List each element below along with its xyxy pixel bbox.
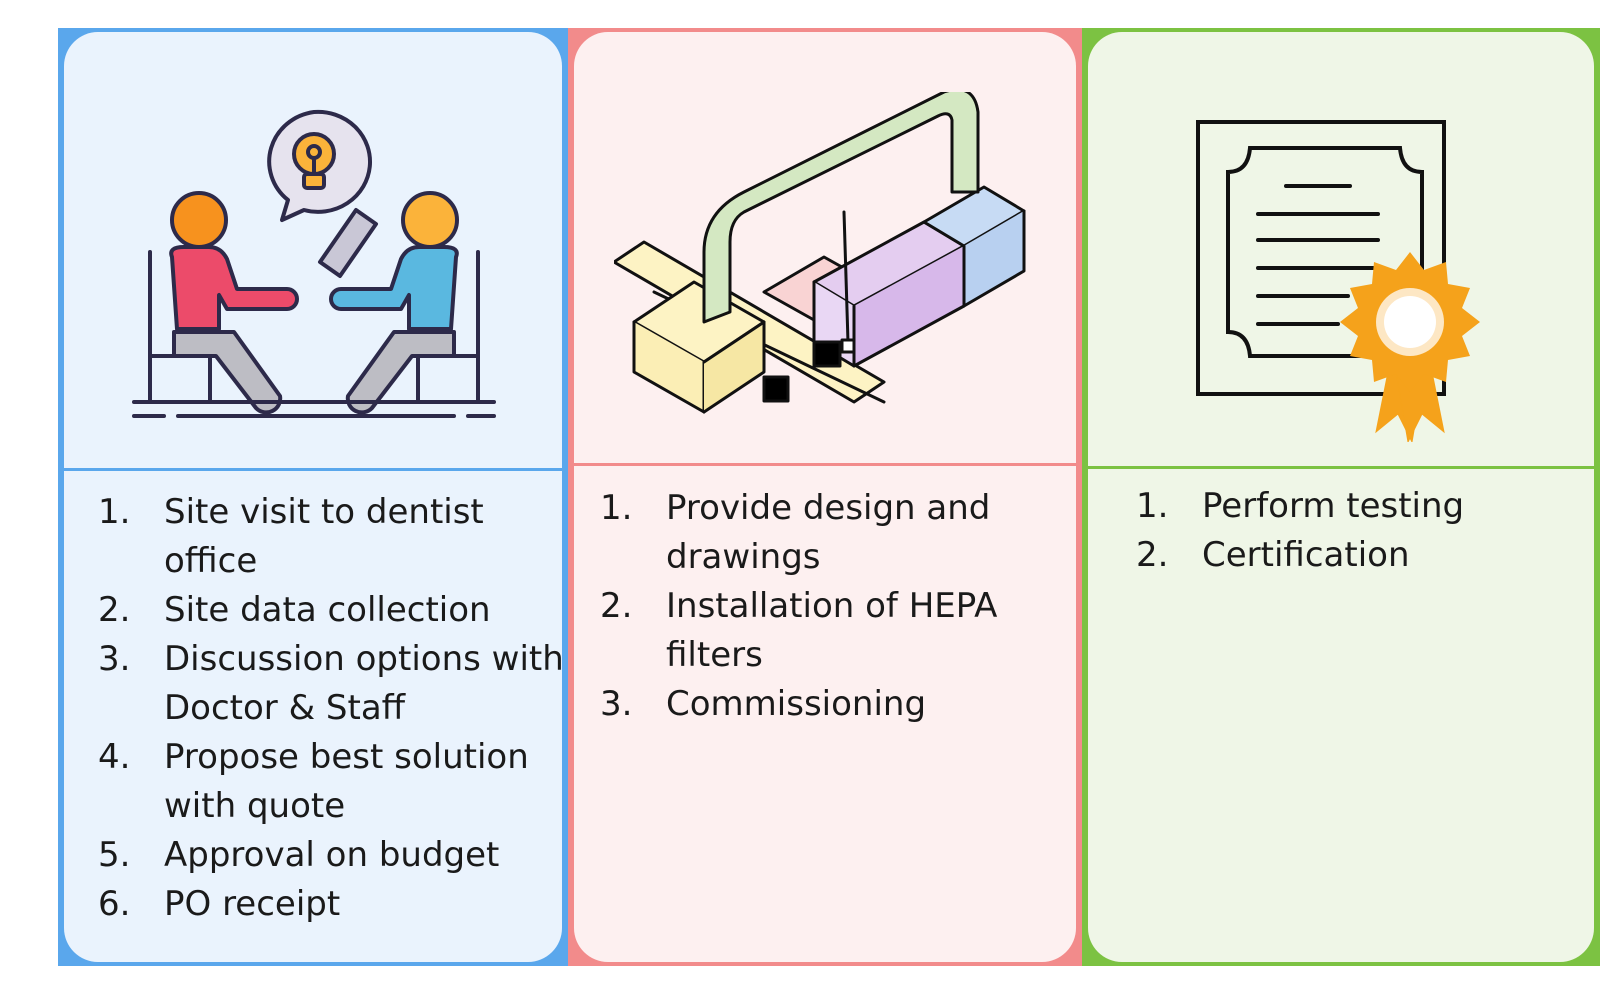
certification-panel: 1. Perform testing 2. Certification [1082,28,1600,966]
consultation-divider [64,468,562,471]
step-text: Site visit to dentist office [164,492,484,581]
hvac-ductwork-icon [614,92,1026,414]
consultation-panel: 1. Site visit to dentist office 2. Site da… [58,28,568,966]
certification-steps-list: 1. Perform testing 2. Certification [1136,482,1586,580]
step-number: 2. [1136,535,1169,575]
list-item: 2. Installation of HEPA filters [600,582,1070,680]
step-number: 5. [98,835,131,875]
step-text: Provide design and drawings [666,488,991,577]
list-item: 2. Certification [1136,531,1586,580]
step-number: 2. [600,586,633,626]
list-item: 4. Propose best solution with quote [98,733,562,831]
list-item: 3. Discussion options with Doctor & Staff [98,635,562,733]
certification-card: 1. Perform testing 2. Certification [1088,32,1594,962]
installation-card: 1. Provide design and drawings 2. Installa… [574,32,1076,962]
step-text: Propose best solution with quote [164,737,529,826]
list-item: 6. PO receipt [98,880,562,929]
certificate-icon [1196,120,1480,442]
consultation-card: 1. Site visit to dentist office 2. Site da… [64,32,562,962]
step-text: Installation of HEPA filters [666,586,998,675]
step-text: Perform testing [1202,486,1465,526]
installation-panel: 1. Provide design and drawings 2. Installa… [568,28,1082,966]
step-text: Certification [1202,535,1410,575]
step-number: 1. [1136,486,1169,526]
step-text: Discussion options with Doctor & Staff [164,639,562,728]
step-number: 4. [98,737,131,777]
list-item: 5. Approval on budget [98,831,562,880]
installation-divider [574,463,1076,466]
consultation-meeting-icon [132,109,496,418]
step-number: 3. [98,639,131,679]
list-item: 1. Provide design and drawings [600,484,1070,582]
installation-steps-list: 1. Provide design and drawings 2. Installa… [600,484,1070,729]
list-item: 3. Commissioning [600,680,1070,729]
list-item: 1. Site visit to dentist office [98,488,562,586]
step-text: Site data collection [164,590,491,630]
step-text: Approval on budget [164,835,500,875]
consultation-steps-list: 1. Site visit to dentist office 2. Site da… [98,488,562,929]
step-number: 3. [600,684,633,724]
certification-divider [1088,466,1594,469]
list-item: 1. Perform testing [1136,482,1586,531]
step-text: Commissioning [666,684,927,724]
step-number: 6. [98,884,131,924]
step-number: 1. [600,488,633,528]
step-number: 1. [98,492,131,532]
step-text: PO receipt [164,884,341,924]
list-item: 2. Site data collection [98,586,562,635]
step-number: 2. [98,590,131,630]
